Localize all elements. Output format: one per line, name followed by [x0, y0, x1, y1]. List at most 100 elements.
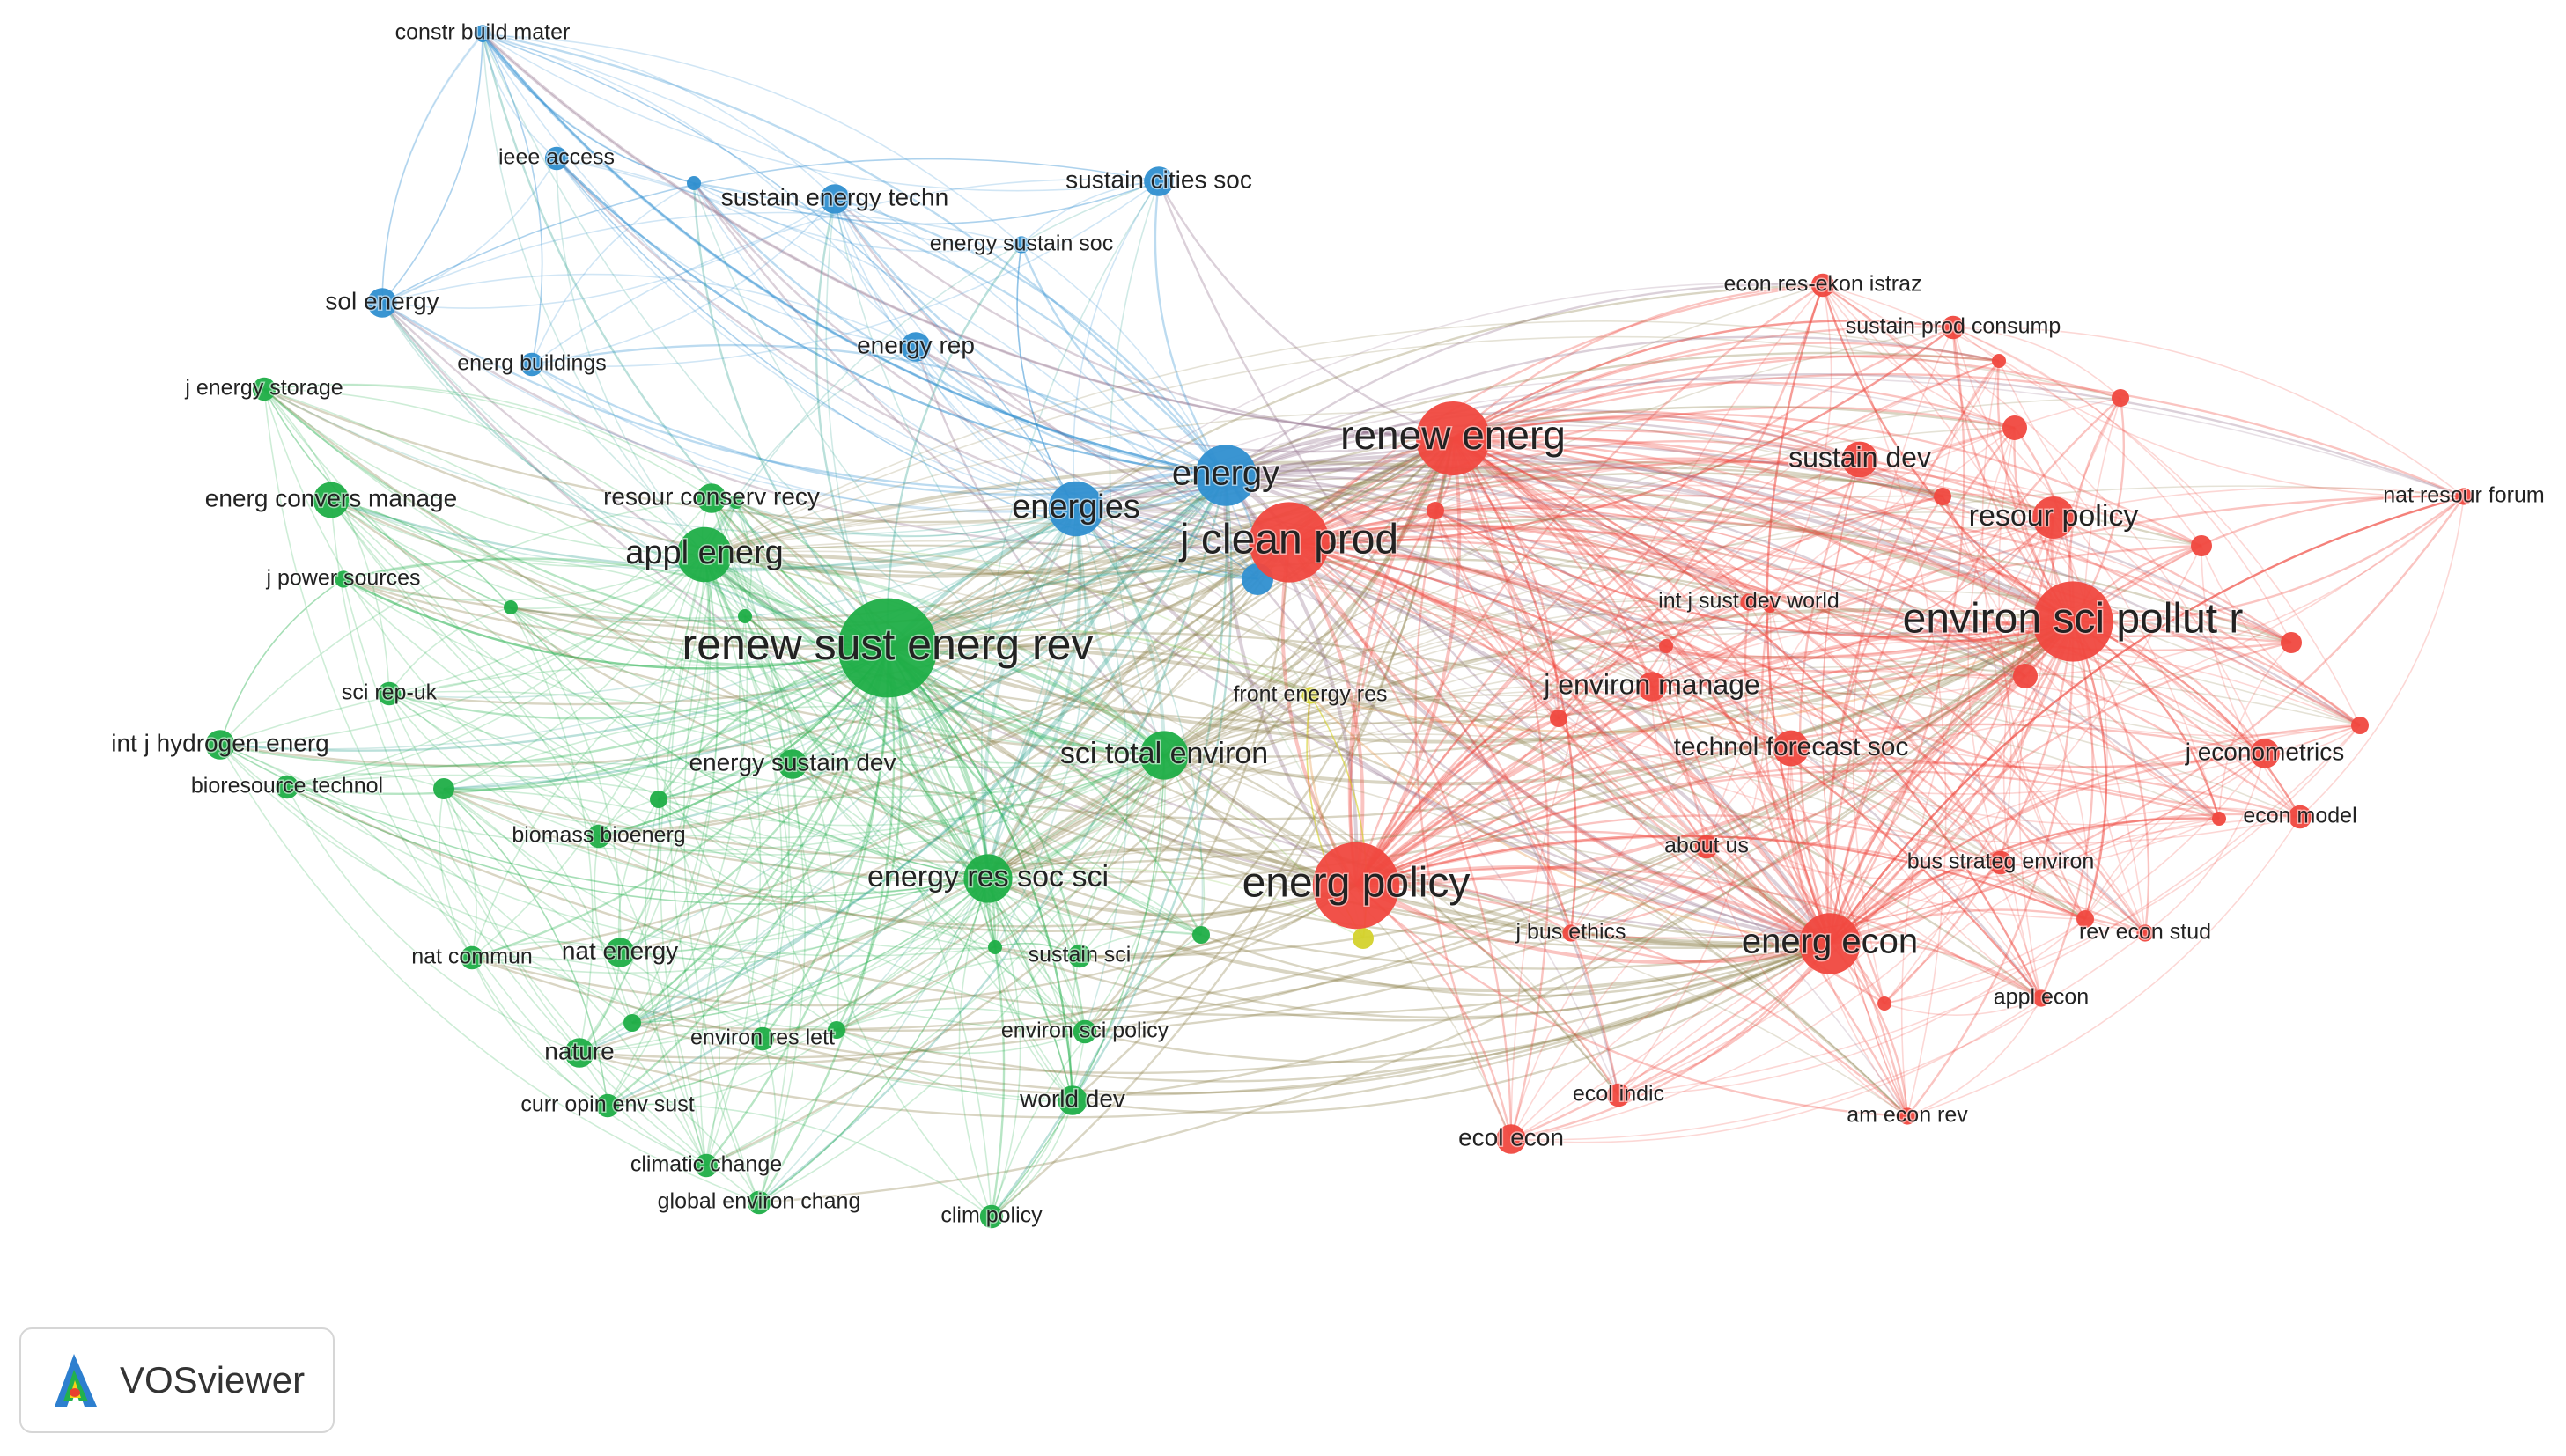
node-anchor[interactable]: [828, 1021, 845, 1039]
node-anchor[interactable]: [1934, 488, 1951, 505]
node-label-biomass-bioenerg[interactable]: biomass bioenerg: [511, 821, 687, 849]
node-renew-energ[interactable]: [1416, 401, 1490, 475]
node-bus-strateg-environ[interactable]: [1988, 850, 2013, 875]
node-int-j-sust-dev-world[interactable]: [1740, 593, 1758, 611]
node-label-j-energy-storage[interactable]: j energy storage: [183, 374, 344, 401]
node-j-energy-storage[interactable]: [252, 377, 277, 401]
node-technol-forecast-soc[interactable]: [1773, 730, 1810, 767]
node-label-energ-policy[interactable]: energ policy: [1241, 858, 1471, 908]
node-label-energ-buildings[interactable]: energ buildings: [456, 349, 608, 377]
node-label-sci-rep-uk[interactable]: sci rep-uk: [340, 679, 439, 706]
node-label-energy-rep[interactable]: energy rep: [856, 330, 977, 360]
node-label-sol-energy[interactable]: sol energy: [324, 286, 440, 316]
node-anchor[interactable]: [738, 609, 752, 623]
node-am-econ-rev[interactable]: [1899, 1107, 1916, 1125]
node-label-energy-res-soc-sci[interactable]: energy res soc sci: [866, 858, 1110, 894]
node-anchor[interactable]: [1550, 710, 1567, 727]
node-label-energ-convers-manage[interactable]: energ convers manage: [203, 483, 458, 513]
node-energ-convers-manage[interactable]: [313, 482, 350, 518]
node-anchor[interactable]: [1353, 928, 1374, 949]
node-anchor[interactable]: [687, 176, 701, 190]
node-label-clim-policy[interactable]: clim policy: [940, 1202, 1044, 1229]
node-label-environ-sci-policy[interactable]: environ sci policy: [999, 1017, 1170, 1044]
node-label-renew-energ[interactable]: renew energ: [1339, 411, 1567, 460]
node-resour-conserv-recy[interactable]: [697, 483, 726, 513]
node-environ-res-lett[interactable]: [750, 1026, 775, 1051]
node-label-j-environ-manage[interactable]: j environ manage: [1542, 667, 1761, 702]
node-anchor[interactable]: [2076, 910, 2094, 928]
node-j-environ-manage[interactable]: [1637, 672, 1667, 702]
node-label-climatic-change[interactable]: climatic change: [629, 1151, 783, 1178]
node-biomass-bioenerg[interactable]: [586, 824, 611, 849]
node-label-appl-econ[interactable]: appl econ: [1992, 983, 2090, 1011]
node-label-world-dev[interactable]: world dev: [1018, 1084, 1127, 1114]
node-anchor[interactable]: [2002, 415, 2027, 440]
node-econ-model[interactable]: [2288, 805, 2312, 829]
node-anchor[interactable]: [433, 778, 454, 799]
node-j-econometrics[interactable]: [2250, 739, 2280, 768]
node-anchor[interactable]: [650, 791, 667, 808]
node-nat-resour-forum[interactable]: [2455, 488, 2473, 505]
node-sustain-energy-techn[interactable]: [820, 184, 850, 214]
node-energies[interactable]: [1048, 481, 1104, 537]
node-label-sustain-sci[interactable]: sustain sci: [1027, 941, 1132, 968]
node-sci-total-environ[interactable]: [1139, 731, 1189, 780]
node-anchor[interactable]: [1427, 502, 1444, 519]
node-anchor[interactable]: [2351, 717, 2369, 734]
node-front-energy-res[interactable]: [1301, 687, 1319, 704]
node-label-int-j-sust-dev-world[interactable]: int j sust dev world: [1657, 587, 1841, 614]
node-ecol-indic[interactable]: [1606, 1083, 1631, 1107]
node-label-energy-sustain-dev[interactable]: energy sustain dev: [688, 747, 897, 777]
node-anchor[interactable]: [1877, 996, 1891, 1011]
node-label-bus-strateg-environ[interactable]: bus strateg environ: [1906, 848, 2096, 875]
node-sustain-sci[interactable]: [1067, 944, 1092, 968]
node-sci-rep-uk[interactable]: [377, 681, 402, 706]
node-label-ecol-econ[interactable]: ecol econ: [1457, 1122, 1566, 1152]
node-appl-energ[interactable]: [676, 526, 733, 583]
node-label-nat-energy[interactable]: nat energy: [560, 936, 679, 966]
node-label-bioresource-technol[interactable]: bioresource technol: [189, 772, 384, 799]
node-j-power-sources[interactable]: [335, 570, 352, 588]
node-energy-sustain-soc[interactable]: [1013, 236, 1030, 254]
node-label-energies[interactable]: energies: [1011, 488, 1142, 527]
node-label-sustain-dev[interactable]: sustain dev: [1788, 440, 1933, 474]
node-j-bus-ethics[interactable]: [1562, 924, 1580, 942]
node-int-j-hydrogen-energ[interactable]: [205, 730, 235, 760]
node-energy[interactable]: [1195, 445, 1257, 506]
node-label-appl-energ[interactable]: appl energ: [624, 533, 785, 573]
node-label-environ-res-lett[interactable]: environ res lett: [689, 1024, 837, 1051]
node-global-environ-chang[interactable]: [747, 1190, 771, 1215]
node-j-clean-prod[interactable]: [1249, 502, 1330, 583]
node-appl-econ[interactable]: [2032, 989, 2050, 1007]
node-label-econ-res-ekon-istraz[interactable]: econ res-ekon istraz: [1722, 270, 1923, 298]
node-label-front-energy-res[interactable]: front energy res: [1232, 680, 1389, 708]
node-label-econ-model[interactable]: econ model: [2242, 802, 2358, 829]
node-nat-commun[interactable]: [460, 945, 484, 970]
node-sustain-dev[interactable]: [1841, 441, 1878, 478]
node-anchor[interactable]: [2013, 664, 2038, 688]
node-label-resour-policy[interactable]: resour policy: [1967, 497, 2140, 533]
node-nature[interactable]: [564, 1038, 594, 1068]
node-energy-sustain-dev[interactable]: [778, 749, 807, 779]
node-label-renew-sust-energ-rev[interactable]: renew sust energ rev: [681, 619, 1095, 671]
node-anchor[interactable]: [623, 1014, 641, 1032]
node-label-energy[interactable]: energy: [1170, 452, 1280, 494]
node-ecol-econ[interactable]: [1496, 1124, 1526, 1154]
node-label-j-power-sources[interactable]: j power sources: [264, 564, 422, 592]
node-sustain-prod-consump[interactable]: [1941, 315, 1965, 340]
node-label-j-bus-ethics[interactable]: j bus ethics: [1514, 918, 1627, 945]
node-label-global-environ-chang[interactable]: global environ chang: [656, 1188, 862, 1215]
node-anchor[interactable]: [729, 495, 743, 509]
node-anchor[interactable]: [1763, 599, 1777, 613]
node-anchor[interactable]: [1192, 926, 1210, 944]
node-label-nature[interactable]: nature: [543, 1036, 616, 1066]
node-label-am-econ-rev[interactable]: am econ rev: [1846, 1101, 1970, 1129]
node-label-ieee-access[interactable]: ieee access: [497, 143, 616, 171]
node-bioresource-technol[interactable]: [275, 775, 299, 799]
node-anchor[interactable]: [504, 600, 518, 614]
node-label-sustain-energy-techn[interactable]: sustain energy techn: [719, 182, 949, 212]
node-anchor[interactable]: [988, 940, 1002, 954]
node-sol-energy[interactable]: [367, 288, 397, 318]
node-label-int-j-hydrogen-energ[interactable]: int j hydrogen energ: [110, 728, 331, 758]
node-label-environ-sci-pollut-r[interactable]: environ sci pollut r: [1901, 594, 2245, 643]
